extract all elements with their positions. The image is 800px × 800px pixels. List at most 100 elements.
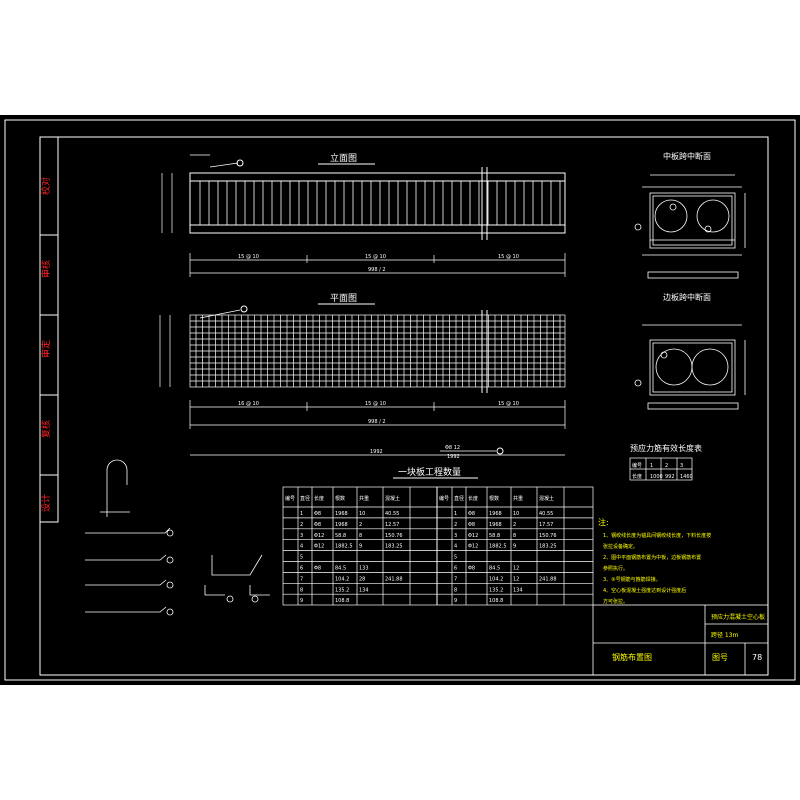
quantity-cell: 5 xyxy=(300,555,303,561)
quantity-header-cell: 直径 xyxy=(454,495,464,502)
quantity-header-cell: 混凝土 xyxy=(539,495,554,502)
quantity-table xyxy=(282,486,594,606)
plan-dims xyxy=(159,309,566,456)
rebar-detail-marks xyxy=(166,529,259,616)
strand-value-cell: 1000 xyxy=(650,474,663,480)
quantity-header-cell: 共重 xyxy=(359,495,369,502)
signoff-label-3: 审定 xyxy=(40,340,52,358)
end-section xyxy=(642,324,746,410)
quantity-cell: Φ8 xyxy=(468,522,475,528)
strand-header-cell: 2 xyxy=(665,463,668,469)
quantity-cell: 4 xyxy=(300,544,303,550)
quantity-cell: Φ12 xyxy=(468,544,478,550)
mid-section xyxy=(642,174,746,279)
quantity-cell: 5 xyxy=(454,555,457,561)
quantity-cell: 150.76 xyxy=(539,533,557,539)
quantity-cell: 183.25 xyxy=(385,544,403,550)
plan-dim-3: 15 @ 10 xyxy=(498,401,519,407)
quantity-header-cell: 编号 xyxy=(285,495,295,502)
quantity-cell: 1968 xyxy=(489,511,502,517)
plan-callout xyxy=(240,305,248,313)
quantity-cell: 135.2 xyxy=(489,587,503,593)
strand-value-cell: 长度 xyxy=(632,473,642,480)
quantity-cell: 8 xyxy=(300,587,303,593)
quantity-cell: 1968 xyxy=(489,522,502,528)
quantity-cell: 4 xyxy=(454,544,457,550)
elevation-title: 立面图 xyxy=(330,152,357,164)
quantity-cell: 9 xyxy=(513,544,516,550)
mid-section-marks xyxy=(634,203,712,233)
end-section-title: 边板跨中断面 xyxy=(663,292,711,302)
signoff-dividers xyxy=(40,234,58,476)
strand-value-cell: 1460 xyxy=(680,474,693,480)
quantity-cell: 7 xyxy=(454,576,457,582)
quantity-cell: 10 xyxy=(359,511,365,517)
bar-callout-9: Φ8 12 1992 xyxy=(440,445,504,460)
quantity-cell: 2 xyxy=(359,522,362,528)
quantity-header-cell: 根数 xyxy=(489,495,499,502)
note-line: 1、钢绞线长度为锚具间钢绞线长度，下料长度按 xyxy=(603,532,711,539)
plan-dim-2: 15 @ 10 xyxy=(365,401,386,407)
strand-header-cell: 1 xyxy=(650,463,653,469)
quantity-cell: 108.8 xyxy=(335,598,349,604)
signoff-label-4: 复核 xyxy=(40,420,52,438)
note-line: 方可张拉。 xyxy=(603,598,628,605)
sheet-number: 78 xyxy=(752,653,762,662)
note-line: 2、图中平面钢筋布置为中板，边板钢筋布置 xyxy=(603,554,701,561)
quantity-cell: 108.8 xyxy=(489,598,503,604)
quantity-cell: 104.2 xyxy=(335,576,349,582)
quantity-cell: Φ12 xyxy=(468,533,478,539)
quantity-header-cell: 根数 xyxy=(335,495,345,502)
quantity-cell: 9 xyxy=(300,598,303,604)
quantity-header-cell: 共重 xyxy=(513,495,523,502)
quantity-cell: Φ8 xyxy=(468,566,475,572)
quantity-cell: 3 xyxy=(454,533,457,539)
strand-value-cell: 992 xyxy=(665,474,675,480)
quantity-cell: 134 xyxy=(513,587,523,593)
quantity-header-cell: 长度 xyxy=(314,495,324,502)
quantity-cell: 9 xyxy=(454,598,457,604)
quantity-cell: 241.88 xyxy=(385,576,403,582)
svg-text:1992: 1992 xyxy=(447,454,460,460)
quantity-cell: 10 xyxy=(513,511,519,517)
signoff-label-1: 校对 xyxy=(40,177,52,195)
rebar-details xyxy=(85,459,270,613)
quantity-cell: 40.55 xyxy=(385,511,399,517)
title-block-spec: 跨径 13m xyxy=(711,631,739,639)
strand-header-cell: 3 xyxy=(680,463,683,469)
note-line: 张拉设备确定。 xyxy=(603,543,638,550)
quantity-header-cell: 编号 xyxy=(439,495,449,502)
quantity-cell: 241.88 xyxy=(539,576,557,582)
quantity-cell: 40.55 xyxy=(539,511,553,517)
strand-table-title: 预应力筋有效长度表 xyxy=(630,443,702,453)
quantity-cell: 1882.5 xyxy=(335,544,353,550)
quantity-header-cell: 混凝土 xyxy=(385,495,400,502)
plan-dim-total: 998 / 2 xyxy=(368,419,386,425)
quantity-cell: 3 xyxy=(300,533,303,539)
quantity-cell: 2 xyxy=(300,522,303,528)
quantity-header-cell: 长度 xyxy=(468,495,478,502)
note-line: 3、⑨号钢筋与箍筋焊接。 xyxy=(603,576,661,583)
quantity-cell: 8 xyxy=(454,587,457,593)
title-block xyxy=(592,604,769,676)
signoff-strip xyxy=(39,136,59,523)
svg-text:Φ8 12: Φ8 12 xyxy=(445,445,460,451)
quantity-cell: 104.2 xyxy=(489,576,503,582)
elev-dim-total: 998 / 2 xyxy=(368,267,386,273)
quantity-cell: 183.25 xyxy=(539,544,557,550)
outer-frame xyxy=(4,119,796,681)
elevation-dims xyxy=(161,154,566,277)
quantity-cell: 1968 xyxy=(335,522,348,528)
sheet-number-label: 图号 xyxy=(712,653,728,662)
quantity-cell: 84.5 xyxy=(489,566,500,572)
quantity-cell: 2 xyxy=(513,522,516,528)
quantity-cell: 12 xyxy=(513,576,519,582)
quantity-cell: Φ12 xyxy=(314,533,324,539)
signoff-label-2: 审核 xyxy=(40,260,52,278)
elevation-callout xyxy=(236,159,244,167)
elev-dim-3: 15 @ 10 xyxy=(498,254,519,260)
note-line: 参照执行。 xyxy=(603,565,628,572)
strand-header-cell: 编号 xyxy=(632,462,642,469)
quantity-cell: 8 xyxy=(359,533,362,539)
quantity-cell: 134 xyxy=(359,587,369,593)
